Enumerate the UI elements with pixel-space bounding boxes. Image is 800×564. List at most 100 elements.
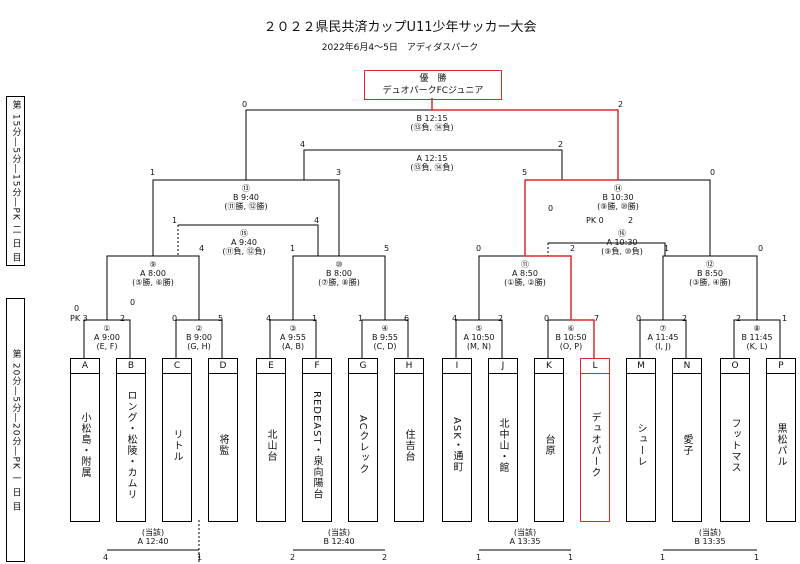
score: 4 bbox=[452, 314, 458, 323]
page-subtitle: 2022年6月4～5日 アディダスパーク bbox=[321, 43, 479, 53]
team-letter: F bbox=[303, 359, 331, 374]
team-box: I ASK・通町 bbox=[442, 358, 472, 522]
pk-score: PK 0 bbox=[586, 216, 604, 225]
champion-team: デュオパークFCジュニア bbox=[382, 86, 484, 96]
team-name: ASK・通町 bbox=[451, 417, 462, 473]
team-box: J 北中山・館 bbox=[488, 358, 518, 522]
score: 5 bbox=[384, 244, 390, 253]
team-name: 将監 bbox=[217, 434, 228, 456]
team-box: B ロング・松陵・カムリ bbox=[116, 358, 146, 522]
score: 1 bbox=[782, 314, 788, 323]
team-box: G ACクレック bbox=[348, 358, 378, 522]
score: 1 bbox=[358, 314, 364, 323]
match-label: A 12:15(⑬負, ⑭負) bbox=[410, 154, 454, 172]
score: 2 bbox=[120, 314, 126, 323]
team-name: フットマス bbox=[729, 417, 740, 473]
score: 0 bbox=[242, 100, 248, 109]
team-letter: N bbox=[673, 359, 701, 374]
team-letter: B bbox=[117, 359, 145, 374]
team-box: E 北山台 bbox=[256, 358, 286, 522]
score: 7 bbox=[594, 314, 600, 323]
score: 0 bbox=[74, 304, 80, 313]
score: 1 bbox=[172, 216, 178, 225]
score: 6 bbox=[404, 314, 410, 323]
team-name: ACクレック bbox=[357, 415, 368, 475]
team-letter: H bbox=[395, 359, 423, 374]
score: 2 bbox=[558, 140, 564, 149]
team-name: 北山台 bbox=[265, 428, 276, 462]
team-box: K 台原 bbox=[534, 358, 564, 522]
score: 0 bbox=[172, 314, 178, 323]
team-letter: E bbox=[257, 359, 285, 374]
score: 1 bbox=[568, 553, 574, 562]
score: 5 bbox=[218, 314, 224, 323]
team-box: N 愛子 bbox=[672, 358, 702, 522]
team-letter: O bbox=[721, 359, 749, 374]
team-name: 住吉台 bbox=[403, 428, 414, 462]
team-name: 小松島・附属 bbox=[79, 412, 90, 478]
team-name: ロング・松陵・カムリ bbox=[125, 390, 136, 500]
score: 4 bbox=[266, 314, 272, 323]
score: 2 bbox=[290, 553, 296, 562]
score: 0 bbox=[758, 244, 764, 253]
day2-label: 第 15分―5分―15分―PK 二 日 目 bbox=[6, 96, 25, 266]
day1-label: 第 20分―5分―20分―PK 一 日 目 bbox=[6, 298, 25, 562]
score: 2 bbox=[618, 100, 624, 109]
score: 4 bbox=[199, 244, 205, 253]
team-letter: M bbox=[627, 359, 655, 374]
score: 3 bbox=[336, 168, 342, 177]
score: 1 bbox=[290, 244, 296, 253]
champion-label: 優 勝 bbox=[419, 74, 447, 84]
score: 2 bbox=[736, 314, 742, 323]
referee-label: (当該)B 13:35 bbox=[694, 528, 726, 546]
team-letter: L bbox=[581, 359, 609, 374]
team-box: F REDEAST・泉向陽台 bbox=[302, 358, 332, 522]
score: 1 bbox=[476, 553, 482, 562]
pk-score: PK 3 bbox=[70, 314, 88, 323]
team-box: M シューレ bbox=[626, 358, 656, 522]
page-title: ２０２２県民共済カップU11少年サッカー大会 bbox=[263, 20, 537, 35]
score: 4 bbox=[314, 216, 320, 225]
score: 0 bbox=[544, 314, 550, 323]
referee-label: (当該)A 12:40 bbox=[137, 528, 169, 546]
team-box: C リトル bbox=[162, 358, 192, 522]
team-name: 北中山・館 bbox=[497, 417, 508, 473]
score: 0 bbox=[548, 204, 554, 213]
score: 0 bbox=[636, 314, 642, 323]
team-letter: J bbox=[489, 359, 517, 374]
team-name: 黒松パル bbox=[775, 423, 786, 467]
match-label: B 12:15(⑬負, ⑭負) bbox=[410, 114, 454, 132]
score: 1 bbox=[197, 553, 203, 562]
score: 2 bbox=[570, 244, 576, 253]
score: 0 bbox=[710, 168, 716, 177]
score: 1 bbox=[754, 553, 760, 562]
referee-label: (当該)A 13:35 bbox=[509, 528, 541, 546]
team-name: REDEAST・泉向陽台 bbox=[311, 390, 322, 500]
score: 0 bbox=[130, 298, 136, 307]
team-letter: P bbox=[767, 359, 795, 374]
score: 2 bbox=[382, 553, 388, 562]
score: 1 bbox=[150, 168, 156, 177]
team-name: 台原 bbox=[543, 434, 554, 456]
team-letter: I bbox=[443, 359, 471, 374]
team-letter: A bbox=[71, 359, 99, 374]
referee-label: (当該)B 12:40 bbox=[323, 528, 355, 546]
team-letter: D bbox=[209, 359, 237, 374]
score: 2 bbox=[498, 314, 504, 323]
team-box-champion: L デュオパーク bbox=[580, 358, 610, 522]
